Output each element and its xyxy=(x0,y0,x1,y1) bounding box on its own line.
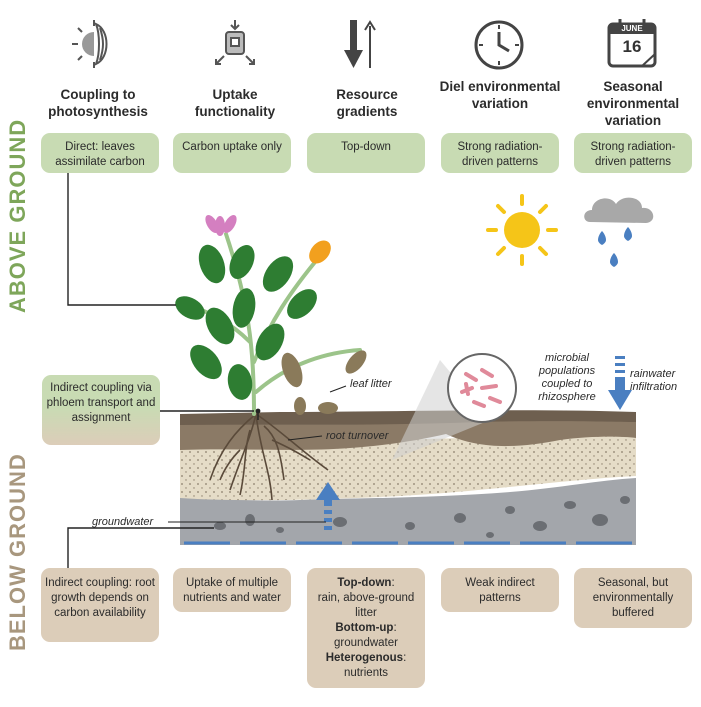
gradient-hetero-term: Heterogenous xyxy=(325,652,404,664)
below-box-coupling: Indirect coupling: root growth depends o… xyxy=(41,568,159,642)
gradient-topdown-desc: rain, above-ground litter xyxy=(317,592,415,619)
clock-icon xyxy=(474,20,524,70)
gradient-bottomup-term: Bottom-up xyxy=(335,622,394,634)
plant-illustration xyxy=(175,214,367,416)
gradient-hetero-desc: nutrients xyxy=(343,667,389,679)
above-box-uptake: Carbon uptake only xyxy=(173,133,291,173)
middle-box-text: Indirect coupling via phloem transport a… xyxy=(46,382,156,424)
above-box-diel: Strong radiation-driven patterns xyxy=(441,133,559,173)
above-box-gradients: Top-down xyxy=(307,133,425,173)
microbial-magnifier xyxy=(392,353,517,460)
gradient-topdown-colon: : xyxy=(391,577,395,589)
uptake-icon xyxy=(215,20,255,65)
gradient-topdown-term: Top-down xyxy=(337,577,392,589)
header-seasonal: Seasonal environmental variation xyxy=(586,79,680,128)
below-box-gradients: Top-down: rain, above-ground litter Bott… xyxy=(307,568,425,688)
leaf-sun-icon xyxy=(72,20,108,68)
rain-cloud-icon xyxy=(584,197,654,267)
gradient-hetero-colon: : xyxy=(403,652,407,664)
arrows-icon xyxy=(344,20,376,68)
gradient-bottomup-desc: groundwater xyxy=(334,637,398,649)
label-rainwater: rainwater infiltration xyxy=(630,368,678,393)
header-diel: Diel environmental variation xyxy=(439,79,561,111)
below-box-uptake: Uptake of multiple nutrients and water xyxy=(173,568,291,612)
label-leaf-litter: leaf litter xyxy=(350,378,392,390)
label-microbial: microbial populations coupled to rhizosp… xyxy=(538,352,596,403)
calendar-month: JUNE xyxy=(621,24,643,33)
middle-box-phloem: Indirect coupling via phloem transport a… xyxy=(42,375,160,445)
header-gradients: Resource gradients xyxy=(336,87,398,119)
label-groundwater: groundwater xyxy=(92,516,154,528)
above-box-seasonal: Strong radiation-driven patterns xyxy=(574,133,692,173)
label-root-turnover: root turnover xyxy=(326,430,389,442)
above-box-coupling: Direct: leaves assimilate carbon xyxy=(41,133,159,173)
rainwater-arrow xyxy=(608,356,632,410)
header-uptake: Uptake functionality xyxy=(194,87,276,119)
sun-icon xyxy=(486,194,558,266)
above-ground-label: ABOVE GROUND xyxy=(5,118,30,313)
calendar-day: 16 xyxy=(622,37,642,56)
below-ground-label: BELOW GROUND xyxy=(5,453,30,651)
soil-cross-section xyxy=(180,410,636,545)
below-box-seasonal: Seasonal, but environmentally buffered xyxy=(574,568,692,628)
gradient-bottomup-colon: : xyxy=(393,622,397,634)
calendar-icon xyxy=(607,19,657,68)
header-coupling: Coupling to photosynthesis xyxy=(48,87,148,119)
below-box-diel: Weak indirect patterns xyxy=(441,568,559,612)
